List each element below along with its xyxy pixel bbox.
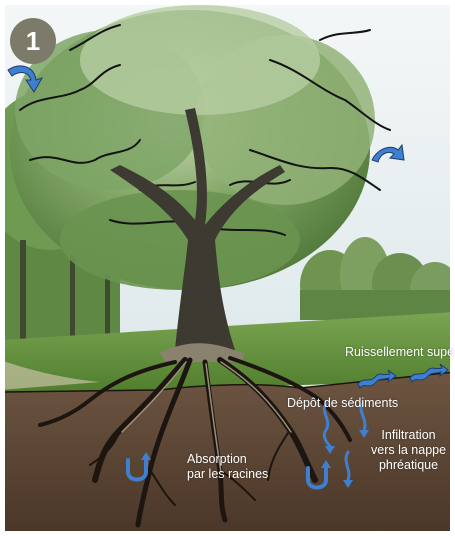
infiltration-label-line: phréatique [371, 458, 446, 473]
absorption-label-line: Absorption [187, 452, 268, 467]
runoff-label: Ruissellement supe [345, 345, 455, 360]
infiltration-label-line: vers la nappe [371, 443, 446, 458]
sediment-label: Dépôt de sédiments [287, 396, 398, 411]
infiltration-label: Infiltration vers la nappe phréatique [371, 428, 446, 473]
absorption-label-line: par les racines [187, 467, 268, 482]
step-number-badge: 1 [10, 18, 56, 64]
infiltration-label-line: Infiltration [371, 428, 446, 443]
absorption-label: Absorption par les racines [187, 452, 268, 482]
